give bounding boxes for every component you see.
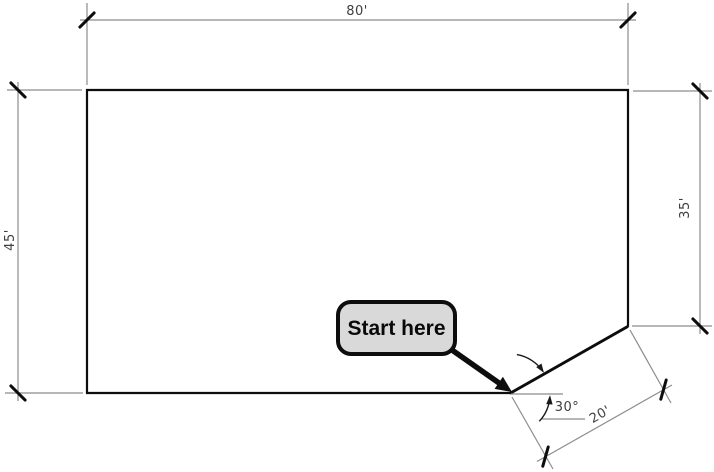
callout-box (336, 300, 457, 356)
extension-line (511, 396, 554, 470)
diagonal-dimension: 20' (511, 329, 673, 470)
tick-mark (691, 82, 709, 100)
left-dimension-label: 45' (3, 229, 18, 251)
extension-line (629, 329, 672, 404)
left-dimension: 45' (3, 81, 83, 402)
angle-arc-arrowhead (546, 395, 553, 405)
plot-diagonal-edge (509, 325, 629, 395)
callout-arrow-head (494, 376, 512, 392)
top-dimension: 80' (78, 3, 637, 85)
tick-mark (541, 445, 550, 468)
dimension-line (536, 384, 673, 463)
top-dimension-label: 80' (346, 4, 368, 19)
right-dimension-label: 35' (678, 197, 693, 219)
callout-label: Start here (347, 317, 445, 340)
callout-arrow (450, 347, 512, 392)
tick-mark (9, 384, 27, 402)
angle-dimension: 30° (511, 353, 585, 422)
angle-label: 30° (555, 400, 580, 415)
right-dimension: 35' (632, 82, 712, 335)
angle-arc-arrowhead (536, 363, 544, 373)
callout-arrow-shaft (450, 347, 501, 386)
start-here-callout: Start here (336, 300, 457, 356)
diagonal-dimension-label: 20' (587, 403, 613, 427)
tick-mark (9, 81, 27, 99)
tick-mark (619, 11, 637, 29)
plot-shape (85, 88, 630, 395)
tick-mark (78, 11, 96, 29)
tick-mark (691, 317, 709, 335)
tick-mark (659, 378, 668, 401)
